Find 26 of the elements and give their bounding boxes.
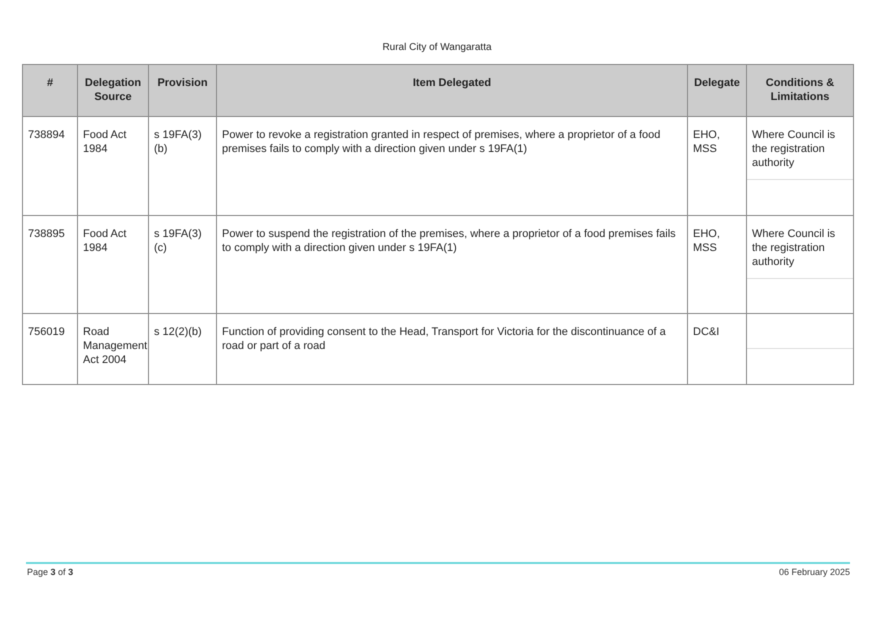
row-number-cell: 738894 xyxy=(23,117,78,216)
delegation-source-cell: Food Act 1984 xyxy=(78,216,149,314)
conditions-cell: Where Council is the registration authority xyxy=(747,117,854,216)
column-header: # xyxy=(23,65,78,117)
item-delegated-cell: Function of providing consent to the Head, Transport for Victoria for the discontinuance of a road or part of a road xyxy=(217,314,688,385)
column-header: Provision xyxy=(149,65,217,117)
delegation-source-cell: Food Act 1984 xyxy=(78,117,149,216)
conditions-cell: Where Council is the registration authority xyxy=(747,216,854,314)
row-number-cell: 738895 xyxy=(23,216,78,314)
delegation-source-cell: Road Management Act 2004 xyxy=(78,314,149,385)
column-header: Conditions & Limitations xyxy=(747,65,854,117)
date: 06 February 2025 xyxy=(778,567,850,577)
provision-cell: s 19FA(3)(b) xyxy=(149,117,217,216)
delegate-cell: EHO, MSS xyxy=(688,117,747,216)
column-header: Delegation Source xyxy=(78,65,149,117)
item-delegated-cell: Power to suspend the registration of the premises, where a proprietor of a food premises fails to comply with a direction given under s 19FA(1) xyxy=(217,216,688,314)
row-number-cell: 756019 xyxy=(23,314,78,385)
column-header: Delegate xyxy=(688,65,747,117)
provision-cell: s 19FA(3)(c) xyxy=(149,216,217,314)
delegate-cell: DC&I xyxy=(688,314,747,385)
delegate-cell: EHO, MSS xyxy=(688,216,747,314)
page-number: Page 3 of 3 xyxy=(27,567,74,577)
page-header: Rural City of Wangaratta xyxy=(381,42,493,53)
provision-cell: s 12(2)(b) xyxy=(149,314,217,385)
item-delegated-cell: Power to revoke a registration granted in respect of premises, where a proprietor of a food premises fails to comply with a direction given under s 19FA(1) xyxy=(217,117,688,216)
column-header: Item Delegated xyxy=(217,65,688,117)
